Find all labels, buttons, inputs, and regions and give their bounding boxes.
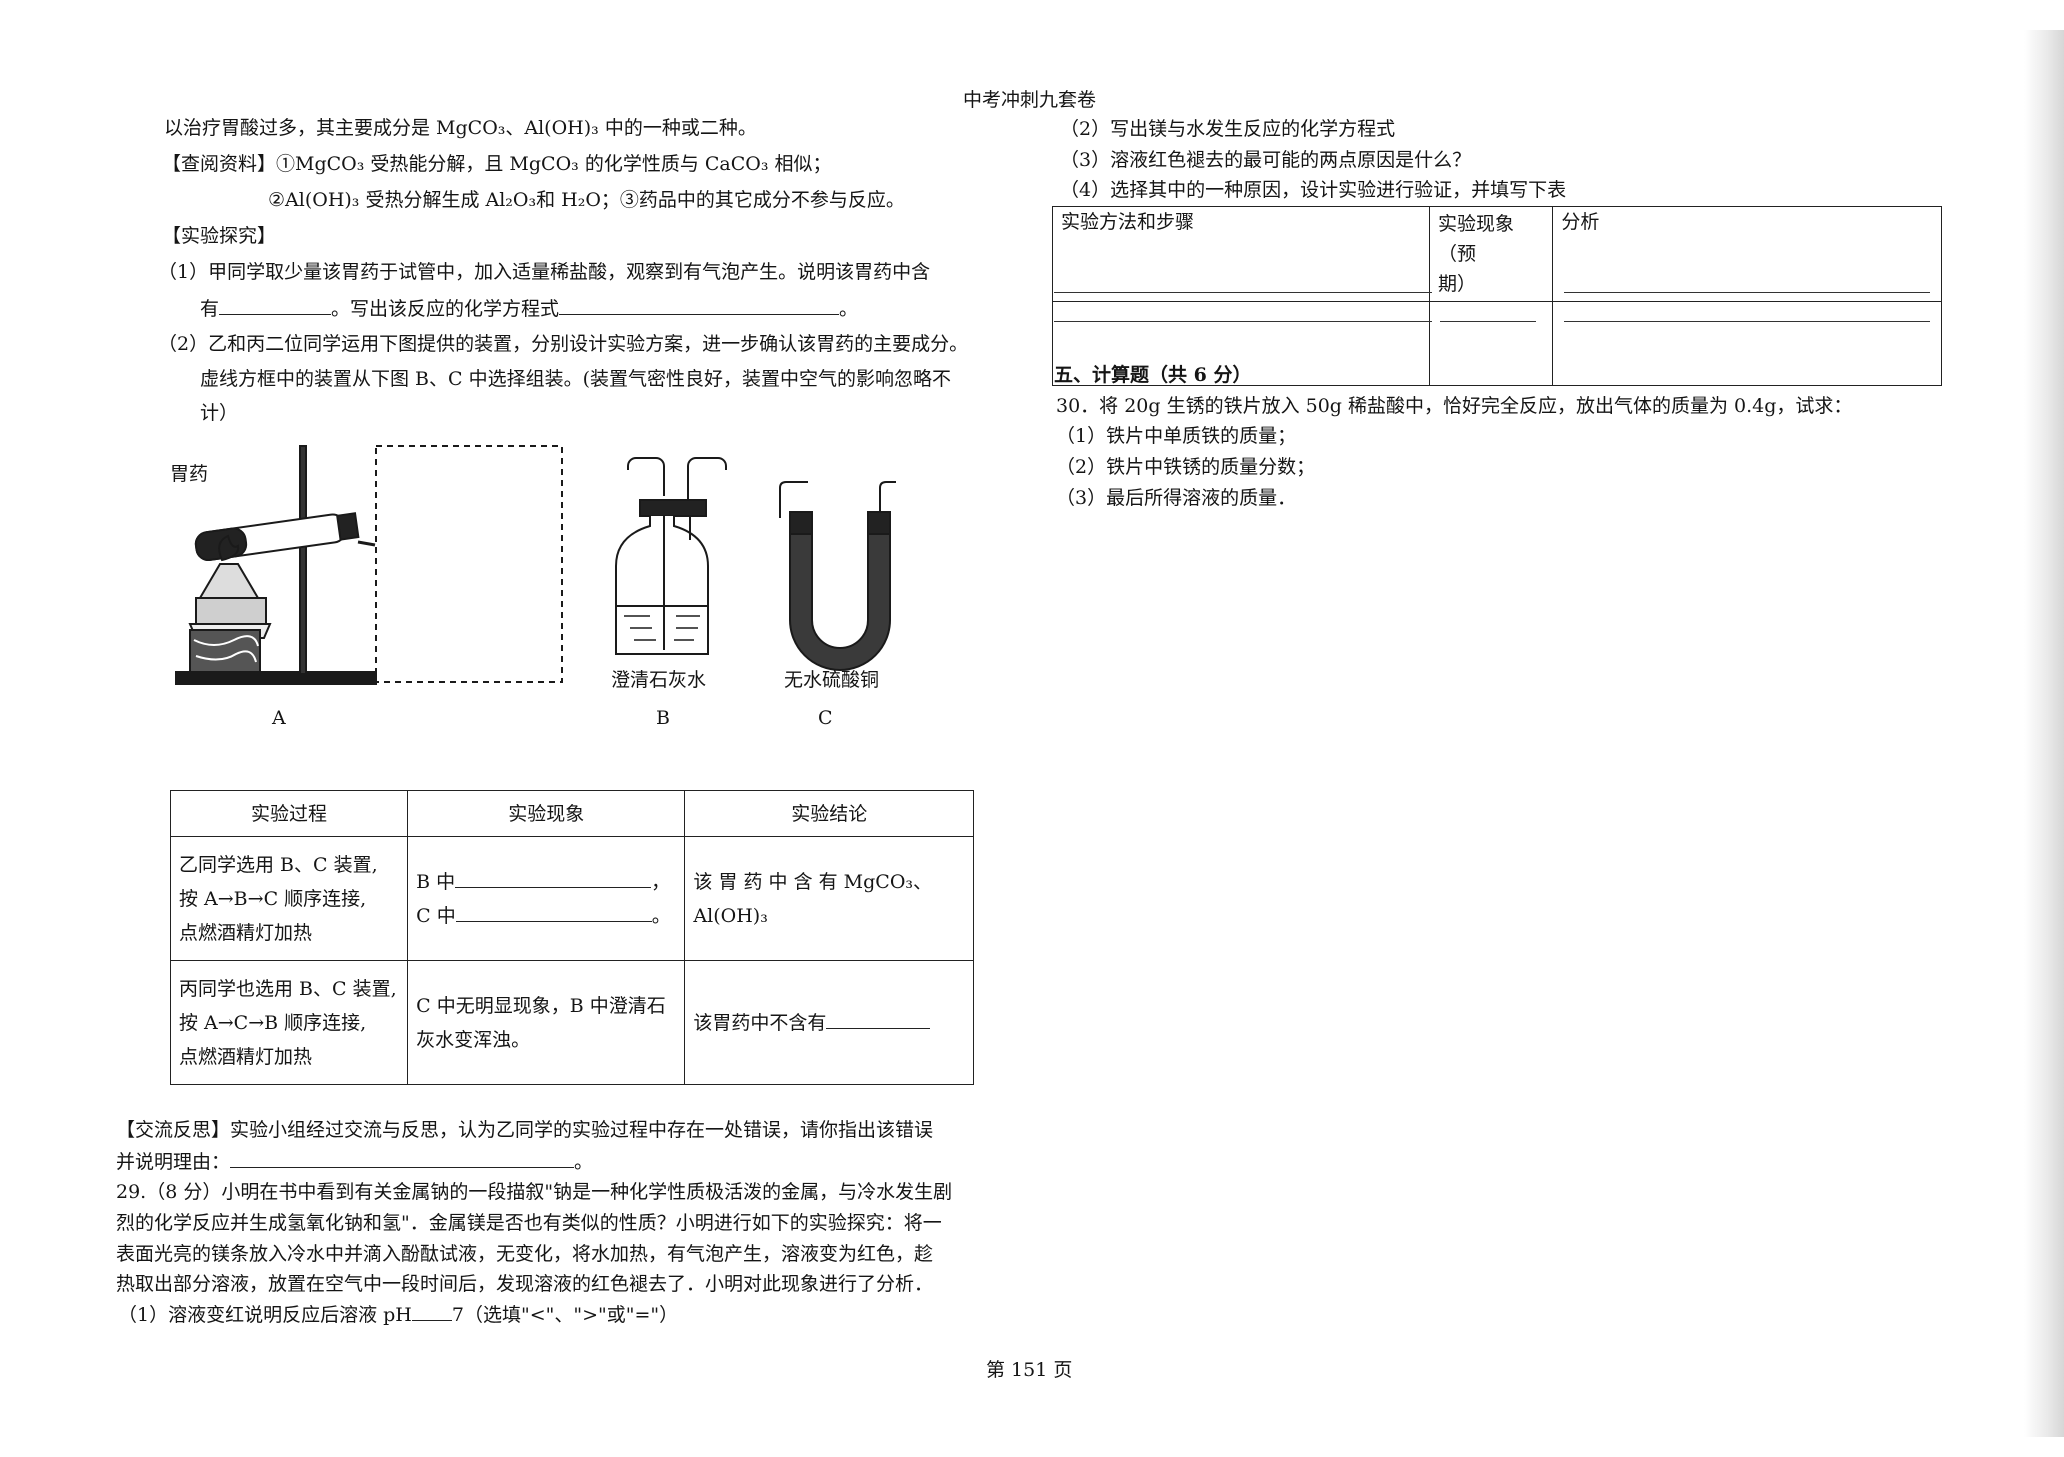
caption-b: B [656,707,670,729]
reflection-line-2: 并说明理由： 。 [116,1149,593,1174]
row2-phenomenon-line: 灰水变浑浊。 [416,1028,531,1051]
row2-process-line: 按 A→C→B 顺序连接, [179,1011,367,1034]
experiment-table: 实验过程 实验现象 实验结论 乙同学选用 B、C 装置, 按 A→B→C 顺序连… [169,790,974,1085]
reference-line-2: ②Al(OH)₃ 受热分解生成 Al₂O₃和 H₂O；③药品中的其它成分不参与反… [268,189,905,211]
q29-sub1-text-b: 7（选填"<"、">"或"="） [451,1304,679,1326]
reflection-text: 并说明理由： [116,1151,231,1173]
row2-process: 丙同学也选用 B、C 装置, 按 A→C→B 顺序连接, 点燃酒精灯加热 [169,960,409,1085]
method-answer-cell[interactable] [1052,301,1430,386]
reflection-line-1: 【交流反思】实验小组经过交流与反思，认为乙同学的实验过程中存在一处错误，请你指出… [116,1119,934,1141]
header-conclusion: 实验结论 [684,790,974,837]
analysis-answer-line [1564,292,1930,293]
header-process: 实验过程 [169,790,409,837]
label-limewater: 澄清石灰水 [611,669,707,691]
row2-phenomenon-line: C 中无明显现象，B 中澄清石 [416,994,666,1017]
analysis-answer-cell[interactable] [1552,301,1942,386]
phenomenon-answer-cell[interactable] [1428,301,1554,386]
apparatus-a [175,445,563,685]
q29-sub1-text-a: （1）溶液变红说明反应后溶液 pH [118,1304,412,1326]
reflection-end: 。 [574,1151,594,1173]
q30-sub-2: （2）铁片中铁锈的质量分数； [1056,456,1316,478]
q29-sub-4: （4）选择其中的一种原因，设计实验进行验证，并填写下表 [1060,179,1567,201]
q29-line-2: 烈的化学反应并生成氢氧化钠和氢"．金属镁是否也有类似的性质？小明进行如下的实验探… [116,1212,942,1234]
phenomenon-answer-line [1440,321,1536,322]
row1-process: 乙同学选用 B、C 装置, 按 A→B→C 顺序连接, 点燃酒精灯加热 [169,836,409,961]
reference-line-1: 【查阅资料】①MgCO₃ 受热能分解，且 MgCO₃ 的化学性质与 CaCO₃ … [162,153,832,175]
row2-conclusion-blank[interactable] [826,1010,931,1029]
row1-process-line: 按 A→B→C 顺序连接, [179,887,367,910]
question-1-line-1: （1）甲同学取少量该胃药于试管中，加入适量稀盐酸，观察到有气泡产生。说明该胃药中… [158,261,931,283]
q1-answer-blank-1[interactable] [219,296,332,315]
row1-conclusion-line: Al(OH)₃ [693,904,768,927]
header-phenomenon: 实验现象 [407,790,686,837]
caption-a: A [272,707,286,729]
method-answer-line [1054,292,1432,293]
row1-b-blank[interactable] [455,869,652,888]
row1-c-label: C 中 [416,904,456,927]
caption-c: C [818,707,833,729]
question-2-line-1: （2）乙和丙二位同学运用下图提供的装置，分别设计实验方案，进一步确认该胃药的主要… [158,333,969,355]
q30-sub-1: （1）铁片中单质铁的质量； [1056,425,1297,447]
intro-line: 以治疗胃酸过多，其主要成分是 MgCO₃、Al(OH)₃ 中的一种或二种。 [164,117,757,139]
col-phenomenon-line-2: 期） [1437,273,1476,295]
row1-b-end: ， [651,870,671,893]
q29-sub-1: （1）溶液变红说明反应后溶液 pH 7（选填"<"、">"或"="） [118,1302,678,1327]
row2-conclusion-text: 该胃药中不含有 [693,1011,827,1034]
q29-line-1: 29.（8 分）小明在书中看到有关金属钠的一段描叙"钠是一种化学性质极活泼的金属… [116,1181,953,1203]
row1-c-end: 。 [651,904,671,927]
label-copper-sulfate: 无水硫酸铜 [784,669,880,691]
col-phenomenon-line-1: 实验现象（预 [1437,213,1514,265]
apparatus-b [615,457,727,655]
q29-line-4: 热取出部分溶液，放置在空气中一段时间后，发现溶液的红色褪去了．小明对此现象进行了… [116,1273,934,1295]
row1-process-line: 点燃酒精灯加热 [179,921,313,944]
page-header-title: 中考冲刺九套卷 [963,89,1097,111]
q1-text-b: 。写出该反应的化学方程式 [331,298,560,320]
q1-text-c: 。 [839,298,859,320]
row1-process-line: 乙同学选用 B、C 装置, [179,853,378,876]
page-number: 第 151 页 [986,1359,1073,1381]
row2-phenomenon: C 中无明显现象，B 中澄清石 灰水变浑浊。 [407,960,686,1085]
q29-line-3: 表面光亮的镁条放入冷水中并滴入酚酞试液，无变化，将水加热，有气泡产生，溶液变为红… [116,1243,934,1265]
q29-sub-2: （2）写出镁与水发生反应的化学方程式 [1060,118,1396,140]
q1-equation-blank[interactable] [559,296,840,315]
question-2-line-2: 虚线方框中的装置从下图 B、C 中选择组装。(装置气密性良好，装置中空气的影响忽… [200,368,951,390]
experiment-heading: 【实验探究】 [162,225,277,247]
row1-phenomenon: B 中 ， C 中 。 [407,836,686,961]
verification-table: 实验方法和步骤 实验现象（预 期） 分析 [1052,206,1942,386]
row2-process-line: 丙同学也选用 B、C 装置, [179,977,397,1000]
analysis-answer-line [1564,321,1930,322]
row2-process-line: 点燃酒精灯加热 [179,1045,313,1068]
question-2-line-3: 计） [200,402,239,424]
col-analysis: 分析 [1552,206,1942,302]
scan-page-edge [2024,30,2064,1437]
row1-b-label: B 中 [416,870,456,893]
reflection-blank[interactable] [230,1149,575,1168]
row1-c-blank[interactable] [455,903,652,922]
col-method: 实验方法和步骤 [1052,206,1430,302]
row1-conclusion-line: 该 胃 药 中 含 有 MgCO₃、 [693,870,933,893]
section-5-heading: 五、计算题（共 6 分） [1054,364,1252,386]
q29-sub-3: （3）溶液红色褪去的最可能的两点原因是什么？ [1060,149,1472,171]
apparatus-c [779,481,896,671]
row1-conclusion: 该 胃 药 中 含 有 MgCO₃、 Al(OH)₃ [684,836,974,961]
q29-ph-blank[interactable] [411,1302,452,1321]
q1-text-a: 有 [200,298,220,320]
method-answer-line [1054,321,1432,322]
question-1-line-2: 有 。写出该反应的化学方程式 。 [200,296,858,321]
col-phenomenon: 实验现象（预 期） [1428,206,1554,302]
q30-text: 30．将 20g 生锈的铁片放入 50g 稀盐酸中，恰好完全反应，放出气体的质量… [1056,395,1853,417]
row2-conclusion: 该胃药中不含有 [684,960,974,1085]
label-stomach-medicine: 胃药 [170,463,209,485]
q30-sub-3: （3）最后所得溶液的质量． [1056,487,1297,509]
